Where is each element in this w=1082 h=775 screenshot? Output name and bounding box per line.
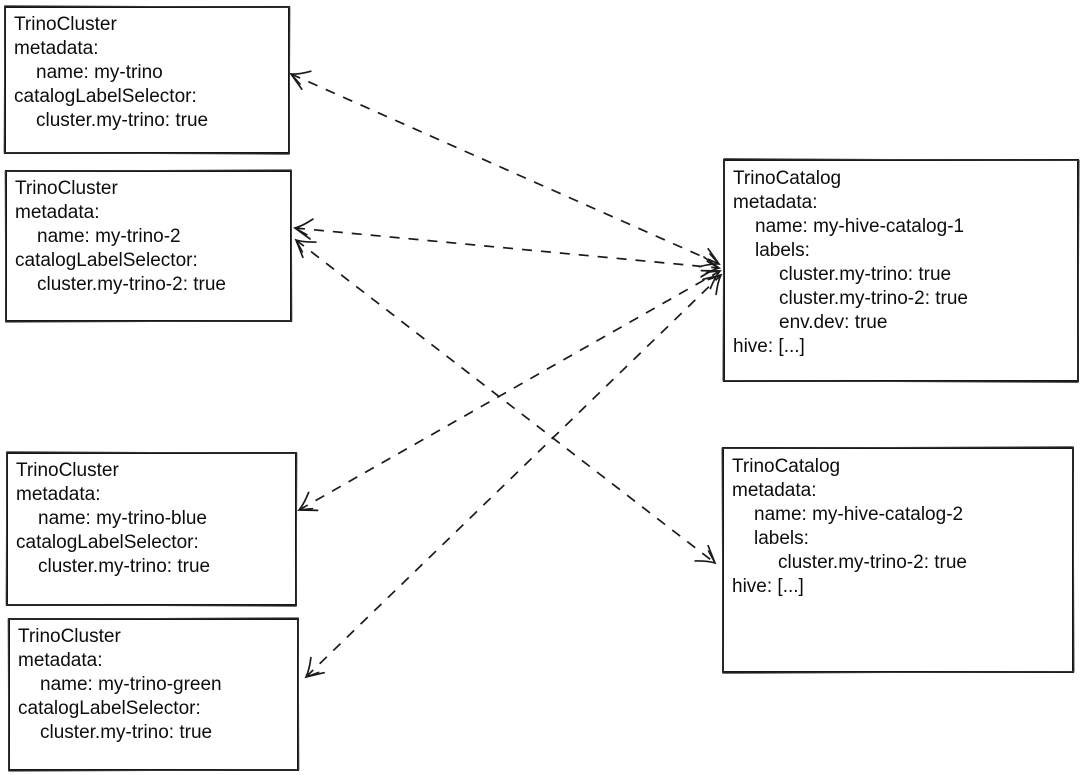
node-kind-label: TrinoCluster — [15, 178, 118, 199]
node-kind-label: TrinoCluster — [18, 626, 121, 647]
node-line: name: my-trino-blue — [38, 508, 207, 529]
node-line: metadata: — [18, 650, 103, 671]
node-line: cluster.my-trino: true — [38, 556, 211, 577]
node-line: metadata: — [14, 38, 99, 59]
node-line: catalogLabelSelector: — [18, 698, 201, 719]
arrow-my-trino--my-hive-catalog-1 — [289, 70, 721, 268]
node-line: labels: — [754, 528, 809, 549]
node-trino-cluster-my-trino-blue: TrinoCluster metadata: name: my-trino-bl… — [6, 452, 297, 606]
node-line: name: my-hive-catalog-2 — [754, 504, 964, 525]
arrow-my-trino-green--my-hive-catalog-1 — [304, 273, 723, 679]
node-line: catalogLabelSelector: — [14, 86, 197, 107]
arrow-my-trino-2--my-hive-catalog-1 — [293, 218, 721, 278]
node-line: cluster.my-trino-2: true — [37, 274, 226, 295]
node-line: metadata: — [15, 202, 100, 223]
node-line: hive: [...] — [732, 576, 804, 597]
node-line: cluster.my-trino: true — [40, 722, 213, 743]
node-line: name: my-hive-catalog-1 — [755, 216, 965, 237]
node-line: labels: — [755, 240, 810, 261]
node-line: cluster.my-trino-2: true — [778, 552, 967, 573]
node-trino-cluster-my-trino-green: TrinoCluster metadata: name: my-trino-gr… — [8, 618, 299, 771]
node-line: env.dev: true — [779, 312, 888, 333]
node-kind-label: TrinoCluster — [14, 14, 117, 35]
node-line: name: my-trino — [36, 62, 163, 83]
node-line: cluster.my-trino: true — [36, 110, 209, 131]
node-line: cluster.my-trino: true — [779, 264, 952, 285]
node-line: metadata: — [733, 192, 818, 213]
node-kind-label: TrinoCluster — [16, 460, 119, 481]
arrow-my-trino-blue--my-hive-catalog-1 — [297, 269, 722, 512]
node-line: metadata: — [16, 484, 101, 505]
node-line: cluster.my-trino-2: true — [779, 288, 968, 309]
node-trino-catalog-my-hive-catalog-1: TrinoCatalog metadata: name: my-hive-cat… — [723, 159, 1079, 382]
node-line: name: my-trino-2 — [37, 226, 181, 247]
node-line: metadata: — [732, 480, 817, 501]
node-kind-label: TrinoCatalog — [732, 456, 841, 477]
node-line: catalogLabelSelector: — [15, 250, 198, 271]
node-line: name: my-trino-green — [40, 674, 222, 695]
node-trino-cluster-my-trino-2: TrinoCluster metadata: name: my-trino-2 … — [5, 170, 292, 322]
node-line: hive: [...] — [733, 336, 805, 357]
node-trino-catalog-my-hive-catalog-2: TrinoCatalog metadata: name: my-hive-cat… — [722, 447, 1074, 673]
arrow-my-trino-2--my-hive-catalog-2 — [294, 238, 717, 565]
node-trino-cluster-my-trino: TrinoCluster metadata: name: my-trino ca… — [4, 6, 290, 154]
node-line: catalogLabelSelector: — [16, 532, 199, 553]
node-kind-label: TrinoCatalog — [733, 168, 842, 189]
